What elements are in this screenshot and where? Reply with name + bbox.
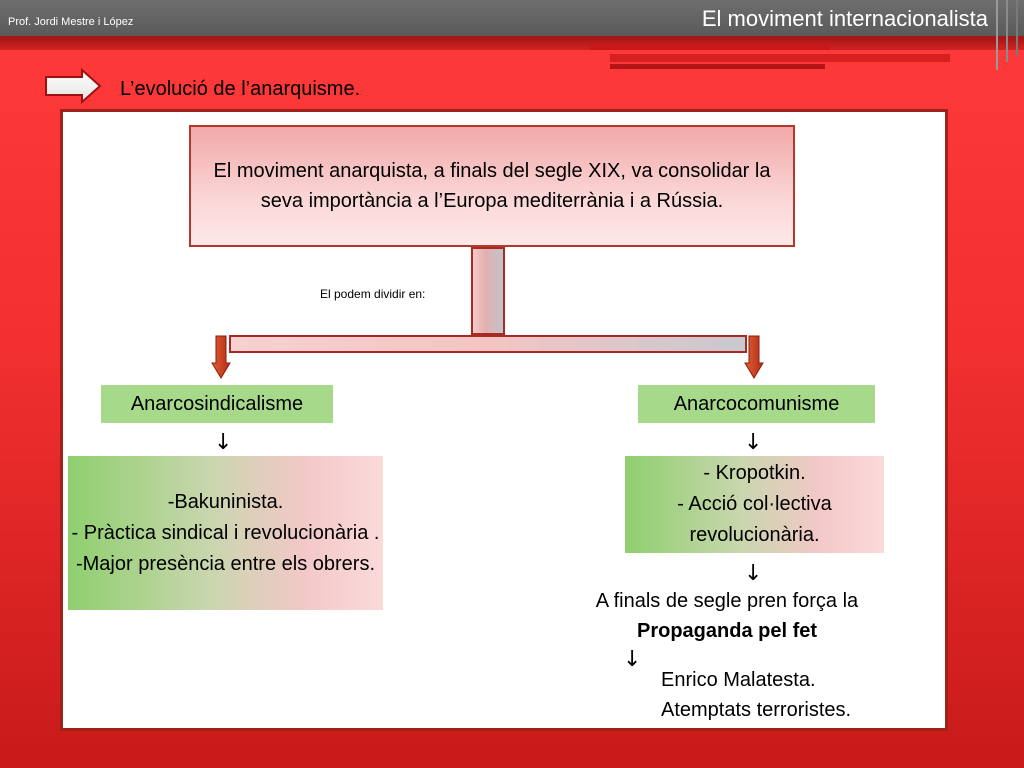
propaganda-line-bold: Propaganda pel fet <box>560 616 894 646</box>
header-band <box>0 0 1024 36</box>
detail-line: - Pràctica sindical i revolucionària . <box>71 521 380 544</box>
decorative-vertical-line <box>996 0 998 70</box>
down-arrow-icon <box>744 335 764 379</box>
detail-box-anarcosindicalisme: -Bakuninista. - Pràctica sindical i revo… <box>68 456 383 610</box>
category-box-anarcocomunisme: Anarcocomunisme <box>638 385 875 423</box>
down-arrow-icon: ↓ <box>744 561 763 586</box>
category-box-anarcosindicalisme: Anarcosindicalisme <box>101 385 333 423</box>
main-statement-box: El moviment anarquista, a finals del seg… <box>189 125 795 247</box>
author-label: Prof. Jordi Mestre i López <box>8 16 134 28</box>
detail-line: - Kropotkin. <box>703 462 806 484</box>
detail-line: -Bakuninista. <box>167 490 284 513</box>
detail-line: - Acció col·lectiva revolucionària. <box>677 493 832 546</box>
category-title: Anarcocomunisme <box>673 392 840 415</box>
final-line: Atemptats terroristes. <box>661 699 852 721</box>
slide-subtitle: L’evolució de l’anarquisme. <box>120 78 361 100</box>
vertical-connector <box>471 247 505 335</box>
detail-line: -Major presència entre els obrers. <box>75 552 375 575</box>
category-title: Anarcosindicalisme <box>130 392 304 415</box>
down-arrow-icon: ↓ <box>744 430 763 455</box>
decorative-vertical-line <box>1006 0 1008 62</box>
down-arrow-icon: ↓ <box>214 430 233 455</box>
decorative-line <box>610 64 825 69</box>
detail-box-anarcocomunisme: - Kropotkin. - Acció col·lectiva revoluc… <box>625 456 884 553</box>
decorative-vertical-line <box>1016 0 1018 56</box>
main-statement-text: El moviment anarquista, a finals del seg… <box>213 160 771 212</box>
propaganda-emphasis: Propaganda pel fet <box>636 620 818 642</box>
final-text: Enrico Malatesta. Atemptats terroristes. <box>661 665 851 725</box>
slide-title: El moviment internacionalista <box>701 6 988 31</box>
propaganda-line: A finals de segle pren força la <box>595 590 859 612</box>
decorative-line <box>610 54 950 62</box>
down-arrow-icon <box>211 335 231 379</box>
divide-label: El podem dividir en: <box>320 287 426 301</box>
final-line: Enrico Malatesta. <box>661 669 816 691</box>
propaganda-text: A finals de segle pren força la Propagan… <box>560 586 894 646</box>
horizontal-connector <box>229 335 747 353</box>
right-arrow-icon <box>45 68 102 104</box>
decorative-line <box>590 44 830 50</box>
down-arrow-icon: ↓ <box>623 647 642 672</box>
header-shadow-band <box>0 36 1024 50</box>
